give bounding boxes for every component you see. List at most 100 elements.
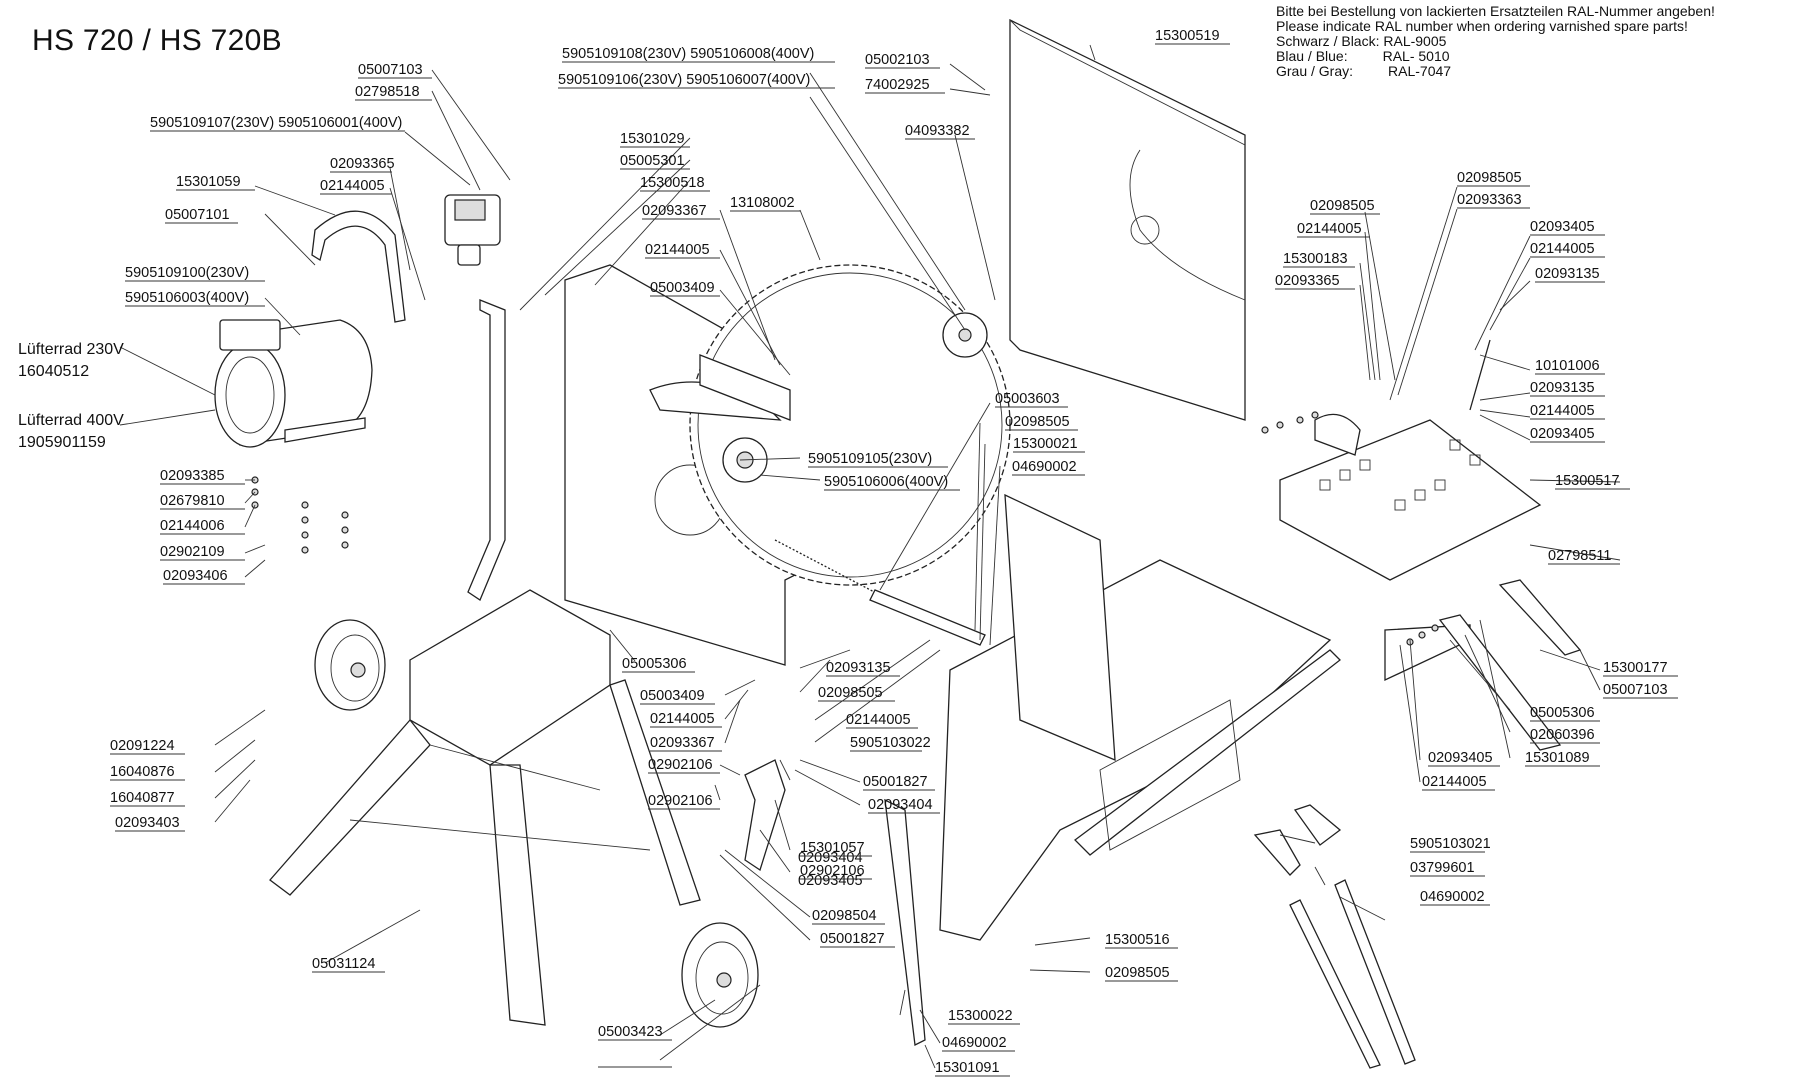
note-line: Please indicate RAL number when ordering… xyxy=(1276,18,1688,34)
part-label: 04690002 xyxy=(1420,889,1485,905)
blade-guard-panel xyxy=(1009,18,1246,421)
part-label: 5905109100(230V) xyxy=(125,265,249,281)
belt-guard xyxy=(311,210,406,323)
part-label: 02093404 xyxy=(868,797,933,813)
part-label: 02093405 xyxy=(1530,426,1595,442)
part-label: 02093404 xyxy=(798,850,863,866)
part-label: 02144005 xyxy=(1530,241,1595,257)
part-label: 13108002 xyxy=(730,195,795,211)
tilt-table xyxy=(939,559,1332,941)
part-label: 03799601 xyxy=(1410,860,1475,876)
vertical-bar xyxy=(467,299,506,601)
note-line: Schwarz / Black: RAL-9005 xyxy=(1276,33,1447,49)
part-label: 15300517 xyxy=(1555,473,1620,489)
part-label: 02093367 xyxy=(642,203,707,219)
part-label: 15300021 xyxy=(1013,436,1078,452)
part-label: 02091224 xyxy=(110,738,175,754)
part-label: 02098505 xyxy=(818,685,883,701)
part-label: 5905109107(230V) 5905106001(400V) xyxy=(150,115,402,131)
part-label: 05007103 xyxy=(358,62,423,78)
part-label: 15301089 xyxy=(1525,750,1590,766)
part-label: 5905106006(400V) xyxy=(824,474,948,490)
part-label: 15300177 xyxy=(1603,660,1668,676)
part-label: 16040876 xyxy=(110,764,175,780)
part-label: 02093405 xyxy=(798,873,863,889)
part-label: 02060396 xyxy=(1530,727,1595,743)
label-underlines xyxy=(110,43,1678,1077)
part-label: 10101006 xyxy=(1535,358,1600,374)
part-label: 15300518 xyxy=(640,175,705,191)
part-label: 02093405 xyxy=(1428,750,1493,766)
note-line: Grau / Gray: RAL-7047 xyxy=(1276,63,1452,79)
part-label: 5905109108(230V) 5905106008(400V) xyxy=(562,46,814,62)
part-label: 02144005 xyxy=(846,712,911,728)
fan-label: 16040512 xyxy=(18,363,89,380)
part-label: 02679810 xyxy=(160,493,225,509)
part-label: 02144005 xyxy=(645,242,710,258)
saw-drawing xyxy=(214,18,1582,1069)
part-label: 02098505 xyxy=(1105,965,1170,981)
switch-box xyxy=(444,194,501,266)
part-label: 05005306 xyxy=(622,656,687,672)
part-label: 04690002 xyxy=(942,1035,1007,1051)
part-label: 02798518 xyxy=(355,84,420,100)
part-label: 5905106003(400V) xyxy=(125,290,249,306)
part-label: 05002103 xyxy=(865,52,930,68)
fan-label: Lüfterrad 230V xyxy=(18,341,124,358)
part-label: 02093365 xyxy=(330,156,395,172)
part-label: 05003423 xyxy=(598,1024,663,1040)
part-label: 02144005 xyxy=(1422,774,1487,790)
part-label: 02098504 xyxy=(812,908,877,924)
part-label: 02798511 xyxy=(1548,548,1611,564)
part-label: 15300183 xyxy=(1283,251,1348,267)
part-label: 02093365 xyxy=(1275,273,1340,289)
part-label: 04690002 xyxy=(1012,459,1077,475)
part-label: 02093405 xyxy=(1530,219,1595,235)
part-label: 02902106 xyxy=(648,793,713,809)
part-label: 5905103021 xyxy=(1410,836,1491,852)
part-label: 16040877 xyxy=(110,790,175,806)
note-line: Blau / Blue: RAL- 5010 xyxy=(1276,48,1450,64)
part-label: 02098505 xyxy=(1457,170,1522,186)
part-label: 04093382 xyxy=(905,123,970,139)
fan-label: 1905901159 xyxy=(18,434,106,451)
part-label: 02093135 xyxy=(826,660,891,676)
part-label: 02093135 xyxy=(1535,266,1600,282)
part-label: 02093385 xyxy=(160,468,225,484)
part-label: 05005301 xyxy=(620,153,685,169)
part-label: 02093403 xyxy=(115,815,180,831)
part-label: 02093406 xyxy=(163,568,228,584)
note-line: Bitte bei Bestellung von lackierten Ersa… xyxy=(1276,3,1715,19)
part-label: 02098505 xyxy=(1310,198,1375,214)
part-label: 05007101 xyxy=(165,207,230,223)
fan-label: Lüfterrad 400V xyxy=(18,412,124,429)
part-label: 05001827 xyxy=(820,931,885,947)
part-label: 15301091 xyxy=(935,1060,1000,1076)
part-label: 05031124 xyxy=(312,956,375,972)
part-label: 05005306 xyxy=(1530,705,1595,721)
part-label: 02144005 xyxy=(1297,221,1362,237)
part-label: 02902106 xyxy=(800,863,865,879)
leader-lines xyxy=(119,44,1621,1069)
part-label: 05007103 xyxy=(1603,682,1668,698)
page-title: HS 720 / HS 720B xyxy=(32,24,282,57)
wheel-upper xyxy=(314,619,386,711)
part-labels: 05007103 02798518 5905109107(230V) 59051… xyxy=(18,28,1668,1076)
part-label: 05003409 xyxy=(640,688,705,704)
part-label: 05003409 xyxy=(650,280,715,296)
part-label: 15301057 xyxy=(800,840,865,856)
part-label: 02093363 xyxy=(1457,192,1522,208)
stand-legs xyxy=(269,679,701,1026)
part-label: 05001827 xyxy=(863,774,928,790)
part-label: 5905109106(230V) 5905106007(400V) xyxy=(558,72,810,88)
table-plate xyxy=(1279,419,1542,581)
part-label: 15300022 xyxy=(948,1008,1013,1024)
part-label: 02144005 xyxy=(1530,403,1595,419)
part-label: 02144005 xyxy=(320,178,385,194)
part-label: 15300519 xyxy=(1155,28,1220,44)
part-label: 02902109 xyxy=(160,544,225,560)
part-label: 02093367 xyxy=(650,735,715,751)
part-label: 15301029 xyxy=(620,131,685,147)
part-label: 02093135 xyxy=(1530,380,1595,396)
